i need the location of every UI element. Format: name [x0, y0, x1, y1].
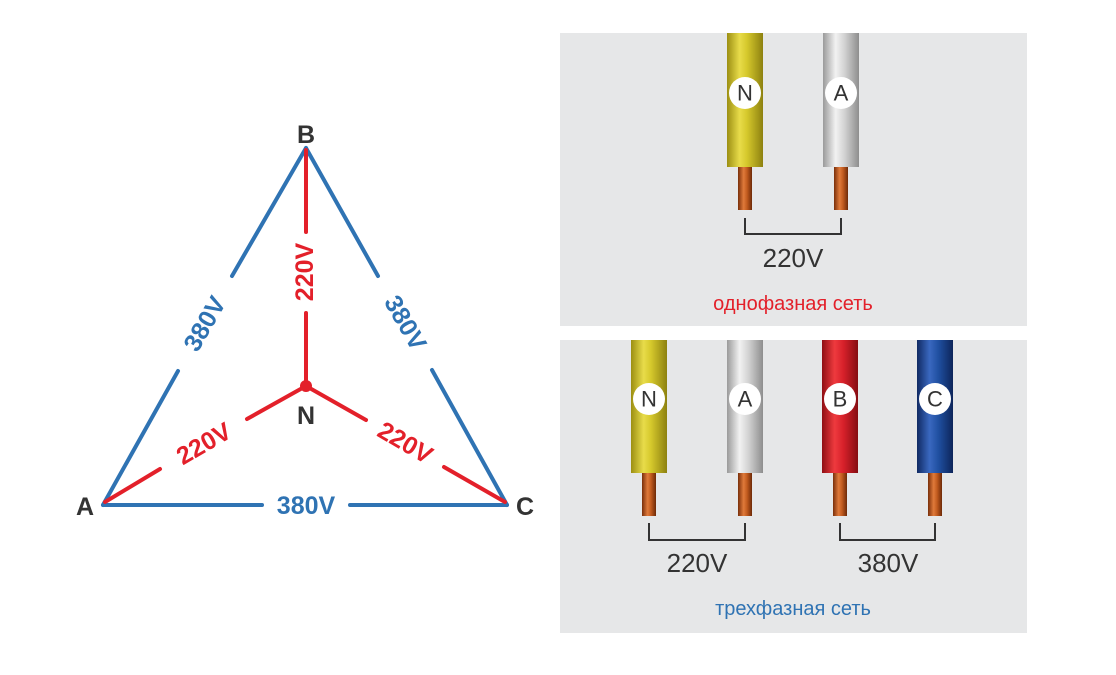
- line-voltage-label-bc: 380V: [378, 291, 432, 356]
- side-ab-lower: [101, 369, 180, 507]
- wire-label-badge: [824, 383, 856, 415]
- three-phase-wire-n: N: [631, 340, 667, 516]
- wire-copper-core: [833, 473, 847, 516]
- wire-copper-core: [834, 167, 848, 210]
- single-phase-panel: N A 220V однофазная сеть: [560, 33, 1027, 326]
- three-phase-voltage-label-left: 220V: [667, 548, 728, 578]
- phase-voltage-label-nc: 220V: [373, 416, 438, 470]
- wire-copper-core: [642, 473, 656, 516]
- wire-label: B: [833, 387, 848, 412]
- three-phase-wire-b: B: [822, 340, 858, 516]
- wire-label-badge: [919, 383, 951, 415]
- three-phase-panel: N A B C 220V 380V трехфазная сеть: [560, 340, 1027, 633]
- three-phase-voltage-label-right: 380V: [858, 548, 919, 578]
- three-phase-wire-c: C: [917, 340, 953, 516]
- phase-voltage-lines: [103, 148, 507, 504]
- wire-copper-core: [738, 167, 752, 210]
- phase-na-outer: [103, 467, 162, 504]
- three-phase-panel-bg: [560, 340, 1027, 633]
- phase-na-inner: [245, 384, 308, 421]
- three-phase-wire-a: A: [727, 340, 763, 516]
- wire-label-badge: [729, 77, 761, 109]
- wire-label: A: [834, 81, 849, 106]
- wire-copper-core: [738, 473, 752, 516]
- vertex-c-label: C: [516, 493, 534, 521]
- phase-voltage-label-nb: 220V: [291, 242, 319, 301]
- line-voltage-label-ac: 380V: [277, 492, 336, 520]
- side-bc-upper: [304, 146, 380, 278]
- line-voltage-label-ab: 380V: [178, 291, 232, 356]
- neutral-node: [300, 380, 312, 392]
- voltage-bracket-left: [648, 523, 746, 541]
- wire-label: N: [737, 81, 753, 106]
- single-phase-caption: однофазная сеть: [713, 293, 873, 315]
- phase-voltage-label-na: 220V: [172, 417, 237, 471]
- voltage-bracket-right: [839, 523, 936, 541]
- single-phase-wire-a: A: [823, 33, 859, 210]
- wire-label-badge: [825, 77, 857, 109]
- wire-label: A: [738, 387, 753, 412]
- vertex-a-label: A: [76, 493, 94, 521]
- wire-label: C: [927, 387, 943, 412]
- phase-nc-outer: [442, 465, 507, 504]
- side-bc-lower: [430, 368, 509, 507]
- wire-label-badge: [633, 383, 665, 415]
- wire-label-badge: [729, 383, 761, 415]
- voltage-triangle: B A C N 380V 380V 380V 220V 220V 220V: [76, 121, 534, 521]
- wire-copper-core: [928, 473, 942, 516]
- line-voltage-sides: [101, 146, 509, 507]
- three-phase-caption: трехфазная сеть: [715, 598, 871, 620]
- single-phase-panel-bg: [560, 33, 1027, 326]
- neutral-label: N: [297, 402, 315, 430]
- vertex-b-label: B: [297, 121, 315, 149]
- single-phase-voltage-label: 220V: [763, 243, 824, 273]
- voltage-bracket: [744, 218, 842, 235]
- phase-nc-inner: [304, 384, 368, 422]
- side-ab-upper: [230, 146, 308, 278]
- wire-label: N: [641, 387, 657, 412]
- single-phase-wire-n: N: [727, 33, 763, 210]
